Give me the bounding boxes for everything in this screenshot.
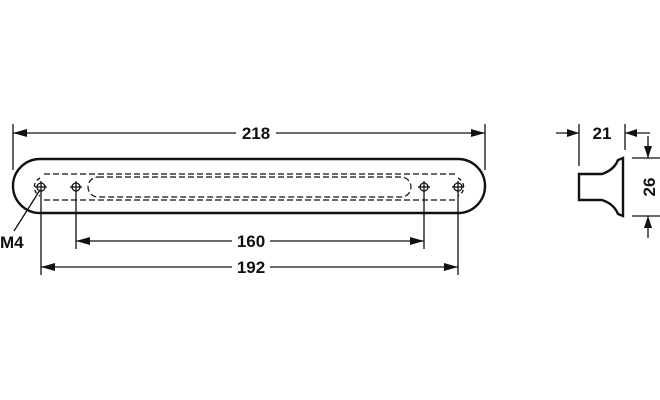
thread-callout: M4 (0, 189, 41, 252)
dimension-label-192: 192 (237, 258, 265, 277)
mounting-hole-icon (70, 181, 82, 193)
base-hidden-lines (44, 173, 455, 201)
handle-top-view (11, 157, 487, 215)
dimension-label-218: 218 (242, 124, 270, 143)
dimension-label-160: 160 (237, 232, 265, 251)
slot-hidden-outline (87, 176, 412, 198)
base-hidden-ends (33, 177, 465, 197)
dimension-depth-21: 21 (556, 124, 650, 166)
mounting-hole-icon (35, 181, 47, 193)
dimension-height-26: 26 (632, 136, 660, 238)
handle-outline (11, 157, 487, 215)
dimension-hole-spacing-160: 160 (75, 193, 425, 251)
dimension-label-21: 21 (593, 124, 612, 143)
dimension-overall-length: 218 (12, 124, 486, 170)
thread-label-m4: M4 (0, 233, 24, 252)
mounting-hole-icon (418, 181, 430, 193)
handle-side-view (577, 156, 625, 218)
side-profile (577, 156, 625, 218)
dimension-hole-spacing-192: 192 (40, 193, 459, 277)
dimension-label-26: 26 (640, 178, 659, 197)
mounting-hole-icon (452, 181, 464, 193)
